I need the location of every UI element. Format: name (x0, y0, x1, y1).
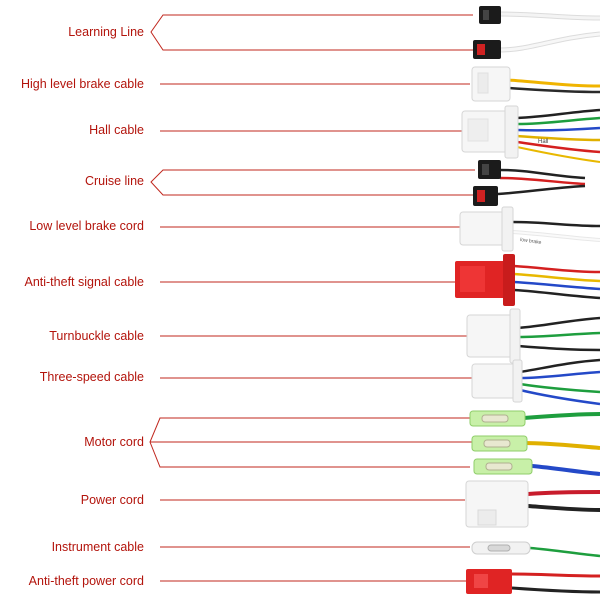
low-brake-connector: low brake (459, 206, 600, 252)
label-instrument-cable: Instrument cable (51, 540, 144, 554)
learning-line-connector (473, 6, 600, 59)
motor-connectors (469, 410, 600, 476)
label-anti-theft-signal-cable: Anti-theft signal cable (24, 275, 144, 289)
label-learning-line: Learning Line (68, 25, 144, 39)
power-connector (465, 480, 600, 528)
high-brake-connector (471, 66, 600, 102)
hall-connector: Hall (461, 105, 600, 163)
label-low-level-brake-cord: Low level brake cord (29, 219, 144, 233)
cruise-connector (473, 160, 586, 206)
label-motor-cord: Motor cord (84, 435, 144, 449)
label-three-speed-cable: Three-speed cable (39, 370, 144, 384)
label-turnbuckle-cable: Turnbuckle cable (49, 329, 144, 343)
instrument-connector (471, 541, 600, 558)
label-high-level-brake-cable: High level brake cable (21, 77, 144, 91)
label-anti-theft-power-cord: Anti-theft power cord (28, 574, 144, 588)
antitheft-power-connector (466, 569, 600, 594)
low-brake-print: low brake (520, 237, 542, 246)
turnbuckle-connector (466, 308, 600, 364)
antitheft-signal-connector (455, 254, 600, 306)
leader-learning-line (150, 14, 473, 51)
label-cruise-line: Cruise line (84, 174, 144, 188)
leader-lines (149, 14, 475, 582)
hall-print: Hall (538, 139, 548, 145)
leader-cruise (150, 169, 475, 196)
label-hall-cable: Hall cable (89, 123, 144, 137)
three-speed-connector (471, 358, 600, 406)
label-power-cord: Power cord (80, 493, 144, 507)
